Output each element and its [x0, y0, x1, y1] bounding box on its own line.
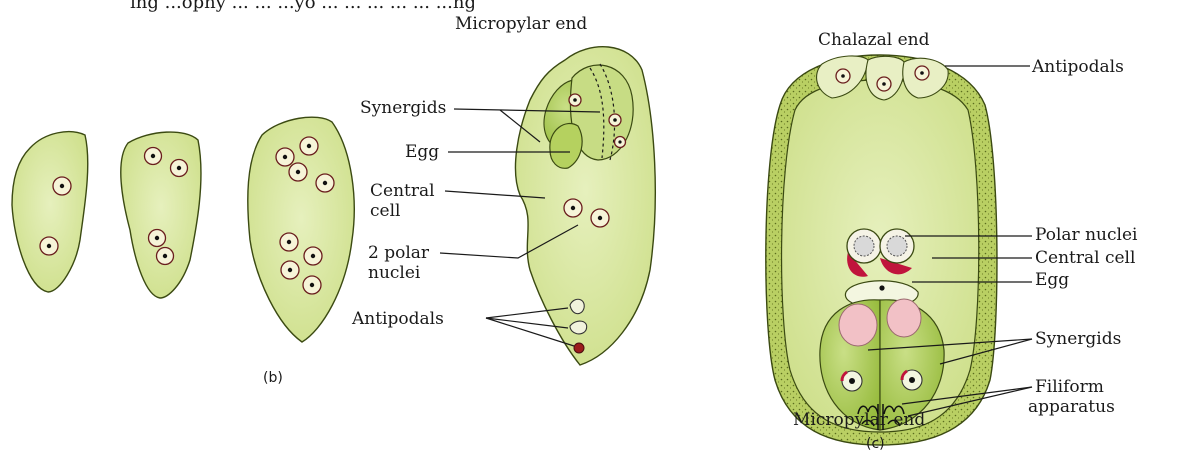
caption-b: (b)	[263, 370, 283, 386]
nucleus	[842, 371, 862, 391]
label-antipodals-b: Antipodals	[351, 309, 444, 329]
nucleus	[915, 66, 929, 80]
label-filiform-c-1: Filiform	[1035, 377, 1104, 397]
vacuole	[839, 304, 877, 346]
vacuole	[887, 299, 921, 337]
label-central-cell-c: Central cell	[1035, 248, 1135, 268]
nucleus	[316, 174, 334, 192]
antipodal-cell	[574, 343, 584, 353]
label-filiform-c-2: apparatus	[1028, 397, 1115, 417]
label-synergids-b: Synergids	[360, 98, 446, 118]
antipodal-cell	[570, 299, 584, 313]
label-chalazal-end-c: Chalazal end	[818, 30, 930, 50]
two-nucleate-stage	[12, 132, 88, 292]
polar-nucleus	[591, 209, 609, 227]
nucleus	[303, 276, 321, 294]
caption-c: (c)	[866, 436, 885, 452]
nucleus	[877, 77, 891, 91]
label-central-cell-b-1: Central	[370, 181, 435, 201]
nucleus	[569, 94, 581, 106]
nucleus	[836, 69, 850, 83]
label-polar-nuclei-c: Polar nuclei	[1035, 225, 1138, 245]
nucleus	[902, 370, 922, 390]
label-antipodals-c: Antipodals	[1031, 57, 1124, 77]
nucleus	[615, 137, 626, 148]
nucleus	[171, 160, 188, 177]
polar-nucleus	[564, 199, 582, 217]
nucleus	[280, 233, 298, 251]
antipodal-cell	[570, 321, 587, 334]
nucleus	[609, 114, 621, 126]
nucleus	[157, 248, 174, 265]
nucleus	[304, 247, 322, 265]
nucleus	[300, 137, 318, 155]
mature-embryo-sac-b	[515, 47, 655, 365]
label-micropylar-end-b: Micropylar end	[455, 14, 587, 34]
mature-embryo-sac-c	[766, 55, 997, 445]
label-central-cell-b-2: cell	[370, 201, 400, 221]
clipped-heading: ing ...ophy ... ... ...yo ... ... ... ..…	[130, 0, 476, 13]
label-polar-nuclei-b-1: 2 polar	[368, 243, 430, 263]
nucleus	[276, 148, 294, 166]
label-micropylar-end-c: Micropylar end	[793, 410, 925, 430]
label-polar-nuclei-b-2: nuclei	[368, 263, 421, 283]
nucleus	[289, 163, 307, 181]
label-synergids-c: Synergids	[1035, 329, 1121, 349]
four-nucleate-stage	[121, 132, 201, 298]
nucleus	[145, 148, 162, 165]
nucleus	[40, 237, 58, 255]
label-egg-b: Egg	[405, 142, 439, 162]
eight-nucleate-stage	[248, 117, 354, 342]
nucleus	[149, 230, 166, 247]
nucleus	[281, 261, 299, 279]
nucleus	[53, 177, 71, 195]
label-egg-c: Egg	[1035, 270, 1069, 290]
